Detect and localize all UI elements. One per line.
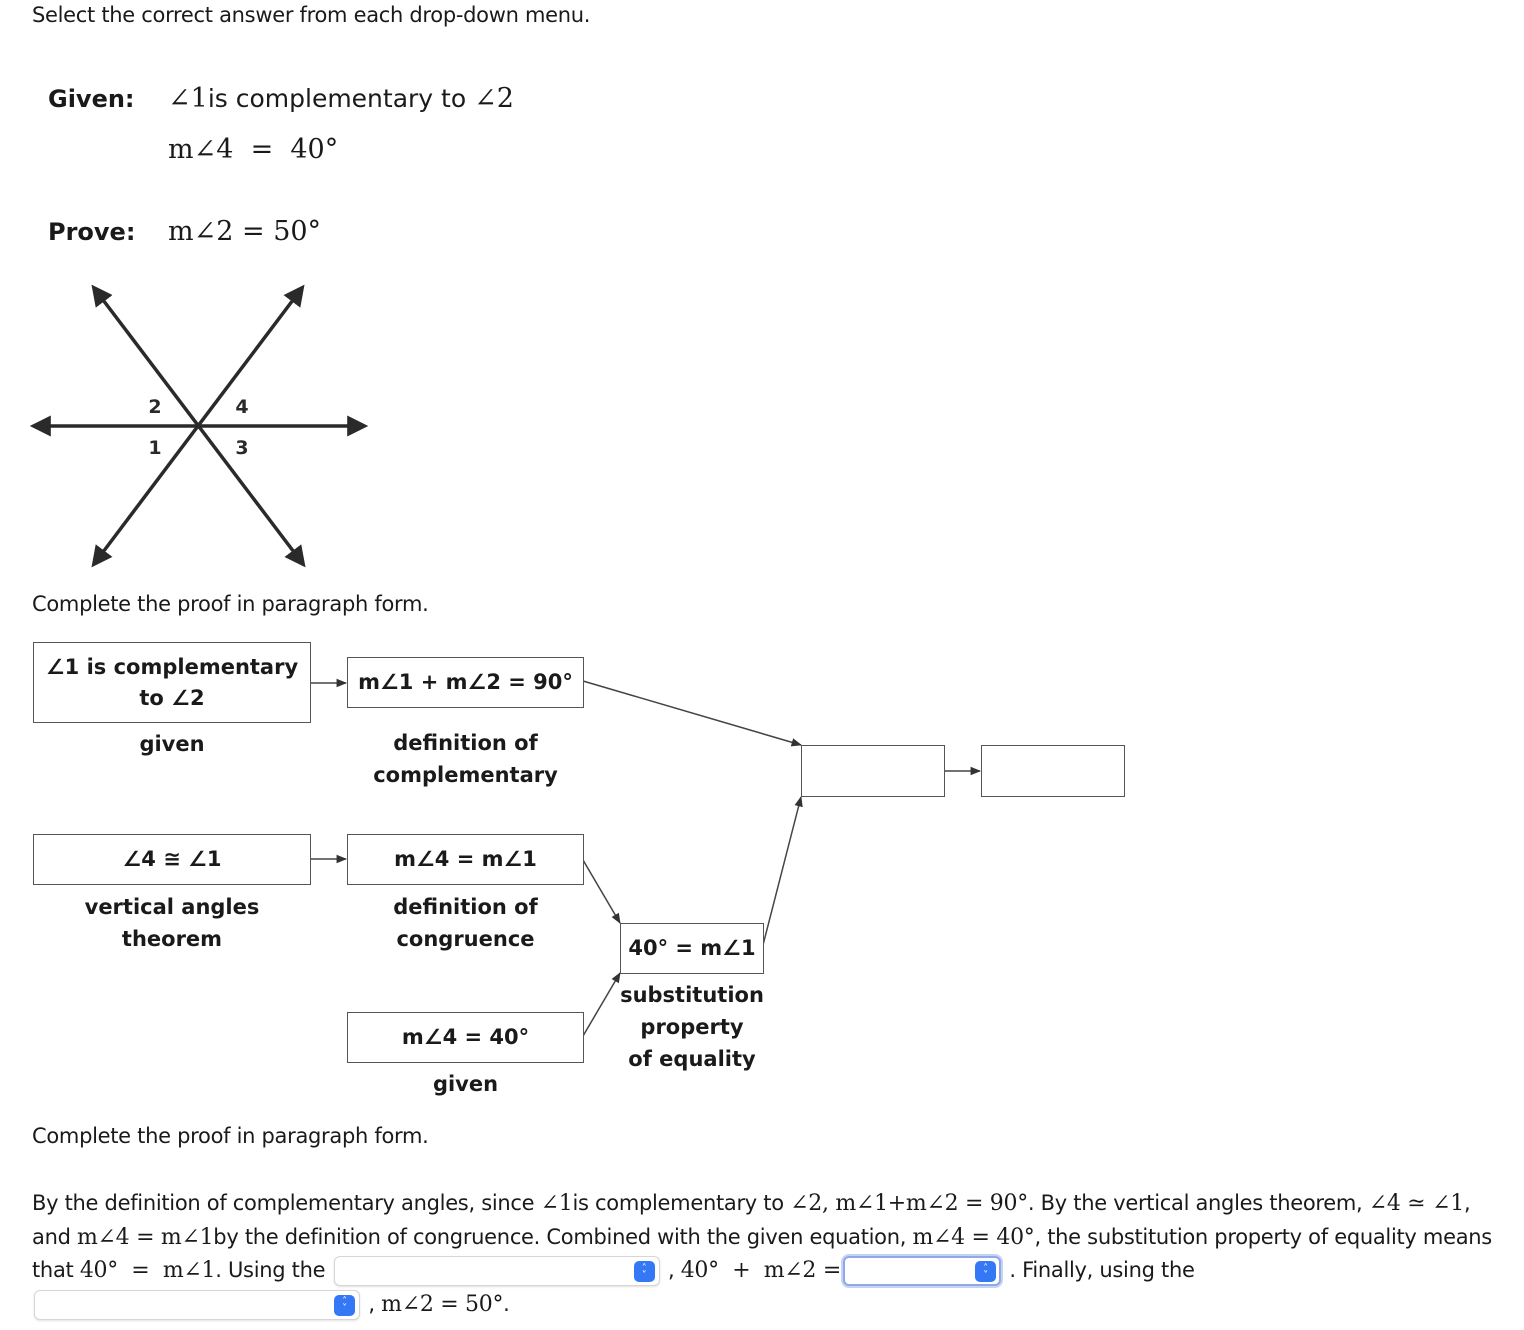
reason-line: substitution	[620, 983, 764, 1007]
up-down-chevron-icon[interactable]: ˄˅	[633, 1261, 655, 1282]
paragraph-math: m∠4 = 40°	[912, 1224, 1035, 1250]
flowchart-heading: Complete the proof in paragraph form.	[32, 592, 429, 616]
arrow-box2-to-box7	[582, 680, 803, 747]
angle-1-math: ∠1	[168, 83, 208, 114]
arrow-box4-to-box6	[582, 859, 621, 924]
flow-reason-substitution: substitution property of equality	[600, 979, 784, 1075]
angle-label-3: 3	[235, 437, 248, 459]
reason-line: complementary	[373, 763, 558, 787]
flow-box-m4-eq-m1: m∠4 = m∠1	[347, 834, 584, 885]
paragraph-text: , and	[32, 1191, 1471, 1249]
given-statement-2: m∠4 = 40°	[168, 134, 339, 165]
prove-statement: m∠2 = 50°	[168, 216, 322, 247]
dropdown-reason-2[interactable]: ˄˅	[34, 1289, 360, 1320]
dropdown-value-1[interactable]: ˄˅	[842, 1256, 1001, 1286]
reason-line: definition of	[393, 895, 538, 919]
instruction-text: Select the correct answer from each drop…	[32, 3, 591, 27]
angle-2-math: ∠2	[474, 83, 514, 114]
flow-reason-def-congruence: definition of congruence	[347, 891, 584, 955]
flow-box-m4-eq-40: m∠4 = 40°	[347, 1012, 584, 1063]
paragraph-math: 40° = m∠1	[79, 1258, 216, 1283]
reason-line: definition of	[393, 731, 538, 755]
up-down-chevron-icon[interactable]: ˄˅	[974, 1261, 996, 1282]
flow-box-statement: ∠1 is complementary	[45, 654, 299, 679]
flow-box-complementary: ∠1 is complementary to ∠2	[33, 642, 311, 723]
paragraph-heading: Complete the proof in paragraph form.	[32, 1124, 429, 1148]
flow-reason-vertical-angles: vertical angles theorem	[33, 891, 311, 955]
paragraph-text: by the definition of congruence. Combine…	[213, 1224, 913, 1249]
up-down-chevron-icon[interactable]: ˄˅	[334, 1294, 355, 1316]
flow-reason-def-complementary: definition of complementary	[347, 727, 584, 791]
paragraph-math: ∠4 ≃ ∠1	[1368, 1191, 1464, 1216]
arrow-box5-to-box6	[582, 972, 621, 1037]
paragraph-text: , the substitution property of equality …	[32, 1224, 1492, 1283]
paragraph-math: 40° + m∠2 =	[680, 1258, 842, 1283]
reason-line: property	[640, 1015, 744, 1039]
flow-reason-given-2: given	[432, 1072, 499, 1096]
flow-box-blank-2	[981, 745, 1125, 797]
given-statement-1: ∠1is complementary to ∠2	[168, 83, 514, 114]
prove-label: Prove:	[48, 218, 136, 246]
angle-label-4: 4	[235, 396, 248, 418]
given-label: Given:	[48, 85, 135, 113]
reason-line: theorem	[121, 927, 223, 951]
paragraph-proof: By the definition of complementary angle…	[32, 1187, 1502, 1321]
dropdown-reason-1[interactable]: ˄˅	[333, 1256, 660, 1286]
paragraph-text: .	[503, 1291, 510, 1316]
intersecting-lines-figure: 2 4 1 3	[29, 284, 369, 568]
angle-label-2: 2	[148, 396, 161, 418]
paragraph-text: By the definition of complementary angle…	[32, 1191, 541, 1215]
arrow-box6-to-box7	[762, 795, 803, 946]
paragraph-text: ,	[661, 1258, 681, 1282]
flow-box-statement: to ∠2	[139, 685, 205, 710]
angle-label-1: 1	[148, 437, 161, 459]
paragraph-text: ,	[362, 1291, 382, 1316]
diagonal-line-b	[91, 284, 305, 568]
flow-box-sum-90: m∠1 + m∠2 = 90°	[347, 657, 584, 708]
reason-line: of equality	[628, 1047, 756, 1071]
given-text: is complementary to	[207, 84, 475, 113]
paragraph-math: ∠1	[540, 1191, 573, 1216]
reason-line: vertical angles	[84, 895, 260, 919]
paragraph-math: m∠4 = m∠1	[76, 1224, 214, 1250]
paragraph-math: ∠2, m∠1+m∠2 = 90°	[790, 1191, 1028, 1216]
paragraph-text: . By the vertical angles theorem,	[1027, 1191, 1369, 1215]
flow-box-blank-1	[801, 745, 945, 797]
flow-reason-given: given	[139, 732, 205, 756]
reason-line: congruence	[396, 927, 535, 951]
paragraph-text: . Finally, using the	[1002, 1258, 1195, 1282]
paragraph-text: is complementary to	[572, 1191, 791, 1215]
paragraph-math: m∠2 = 50°	[381, 1291, 504, 1317]
flow-box-40-eq-m1: 40° = m∠1	[620, 923, 764, 974]
flow-box-vertical-congruent: ∠4 ≅ ∠1	[33, 834, 311, 885]
paragraph-text: . Using the	[215, 1258, 332, 1282]
